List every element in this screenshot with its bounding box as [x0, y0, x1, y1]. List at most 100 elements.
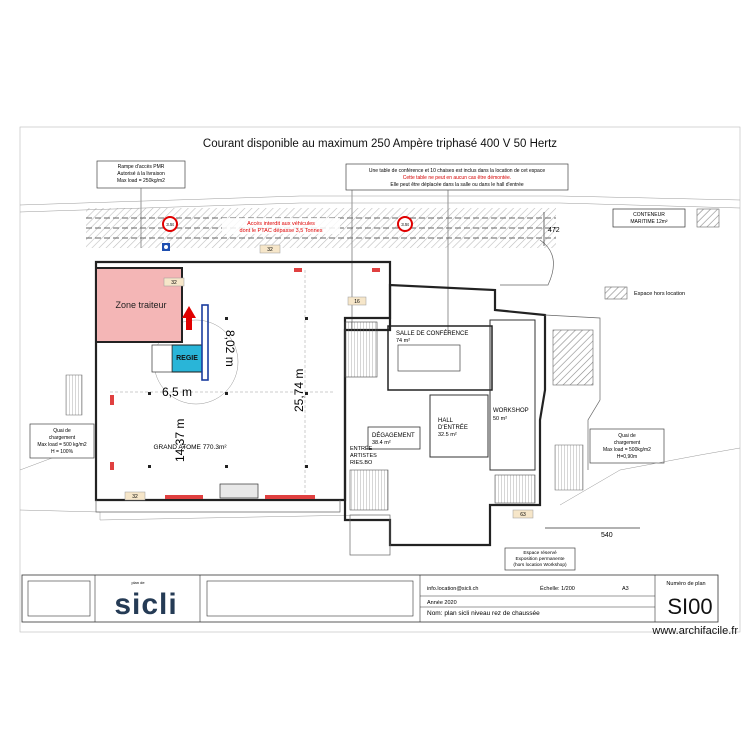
east-boundary	[544, 314, 601, 470]
dim-1437: 14,37 m	[173, 419, 187, 462]
conference-callout	[345, 163, 569, 191]
marker-bar	[294, 268, 302, 272]
column	[305, 392, 308, 395]
column	[225, 317, 228, 320]
column	[148, 465, 151, 468]
dim-65: 6,5 m	[162, 385, 192, 399]
container-line-2: MARITIME 12m²	[630, 219, 668, 225]
south-annex	[349, 514, 391, 556]
entree-line-3: RIES.BO	[350, 460, 373, 466]
dock-left-line-3: Max load = 500 kg/m2	[37, 442, 87, 448]
entree-line-1: ENTRÉE	[350, 445, 373, 452]
power-tag	[124, 491, 146, 501]
workshop-area: 50 m²	[493, 416, 507, 422]
hall-entree	[429, 394, 489, 458]
reserved-line-3: (hors location Workshop)	[513, 562, 567, 568]
hall-label-line-1: HALL	[438, 418, 454, 424]
reserved-line-2: Exposition permanente	[515, 556, 564, 562]
entry-arrow	[182, 306, 196, 330]
column	[305, 317, 308, 320]
dim-802: 8,02 m	[223, 330, 237, 367]
power-tag-text: 16	[354, 299, 360, 305]
sicli-logo: sicli	[114, 588, 177, 621]
column	[305, 465, 308, 468]
power-tag-text: 32	[132, 494, 138, 500]
power-tag-text: 32	[267, 247, 273, 253]
staircase-north	[344, 321, 378, 378]
zone-traiteur-label: Zone traiteur	[115, 300, 166, 310]
title-year: Année 2020	[427, 600, 457, 606]
dock-right-line-1: Quai de	[618, 433, 636, 439]
vehicle-notice-line-2: dont le PTAC dépasse 3,5 Tonnes	[240, 228, 323, 234]
title-name: Nom: plan sicli niveau rez de chaussée	[427, 610, 540, 617]
shipping-container	[612, 208, 686, 228]
west-stairs	[65, 374, 83, 416]
column	[148, 392, 151, 395]
dock-right-line-2: chargement	[614, 440, 641, 446]
dock-left-callout	[29, 423, 95, 459]
conference-note-line-2: Cette table ne peut en aucun cas être dé…	[403, 175, 511, 181]
marker-bar	[372, 268, 380, 272]
staircase-south	[349, 469, 389, 511]
weight-sign-left-text: 3.5t	[166, 222, 174, 227]
ramp-note-line-1: Rampe d'accès PMR	[118, 164, 165, 170]
red-markers	[110, 268, 380, 499]
logo-caption: plan de	[131, 580, 145, 585]
container-line-1: CONTENEUR	[633, 212, 665, 218]
accessibility-icon-glyph	[164, 245, 168, 249]
entree-line-2: ARTISTES	[350, 453, 377, 459]
power-tag	[163, 277, 185, 287]
power-tag-text: 32	[171, 280, 177, 286]
dock-right-callout	[589, 428, 665, 464]
power-tag	[259, 244, 281, 254]
plan-number: SI00	[667, 594, 712, 619]
weight-sign-left	[162, 216, 178, 232]
dock-left-line-1: Quai de	[53, 428, 71, 434]
truss-barrier	[201, 304, 209, 381]
dock-left-line-2: chargement	[49, 435, 76, 441]
conference-room-label: SALLE DE CONFÉRENCE	[396, 330, 468, 337]
reserved-line-1: Espace réservé	[523, 550, 557, 556]
degagement-label: DÉGAGEMENT	[372, 432, 415, 439]
outside-rental-label: Espace hors location	[634, 291, 685, 297]
boundary-south	[19, 509, 361, 521]
regie-label: REGIE	[176, 355, 198, 362]
conference-note-line-3: Elle peut être déplacée dans la salle ou…	[390, 182, 523, 188]
container-hatch	[696, 208, 720, 228]
marker-bar	[265, 495, 315, 499]
dim-2574: 25,74 m	[292, 369, 306, 412]
column	[225, 392, 228, 395]
outside-hatch-east	[552, 329, 594, 386]
power-tag	[512, 509, 534, 519]
hall-label-line-2: D'ENTRÉE	[438, 424, 468, 431]
zone-traiteur-outline	[95, 267, 183, 343]
grand-atome-south-edge	[95, 500, 341, 513]
outside-rental-swatch	[604, 286, 628, 300]
regie-desk	[151, 344, 173, 373]
vehicle-notice-line-1: Accès interdit aux véhicules	[247, 221, 315, 227]
sheet-frame	[19, 126, 741, 633]
east-stairs	[554, 444, 584, 491]
power-tag	[347, 296, 367, 306]
title-format: A3	[622, 586, 629, 592]
boundary-east	[559, 447, 741, 506]
conference-table	[397, 344, 461, 372]
dock-right-line-4: H=0,90m	[617, 454, 637, 460]
power-tag-text: 63	[520, 512, 526, 518]
power-notice: Courant disponible au maximum 250 Ampère…	[203, 138, 557, 150]
title-block-cell-1	[27, 580, 91, 617]
title-email: info.location@sicli.ch	[427, 586, 478, 592]
marker-bar	[110, 462, 114, 470]
conference-note-line-1: Une table de conférence et 10 chaises es…	[369, 168, 545, 174]
degagement	[367, 426, 421, 450]
stage-platform	[219, 483, 259, 499]
title-block-cell-2	[206, 580, 414, 617]
dock-right-line-3: Max load = 500kg/m2	[603, 447, 651, 453]
marker-bar	[165, 495, 203, 499]
conference-room-area: 74 m²	[396, 338, 410, 344]
degagement-area: 38.4 m²	[372, 440, 391, 446]
dim-540: 540	[601, 532, 613, 539]
dim-472: 472	[548, 227, 560, 234]
workshop-stairs	[494, 474, 536, 504]
